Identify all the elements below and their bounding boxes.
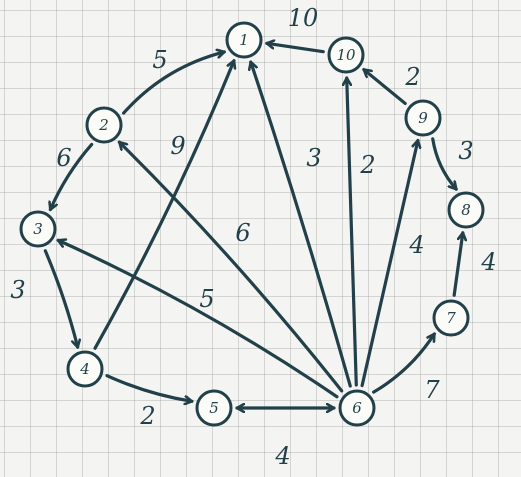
edge-weight-6-1: 3 [306,144,321,172]
nodes-layer: 1 2 3 4 5 6 7 8 9 10 [19,21,485,427]
edge-weight-4-1: 9 [170,132,185,160]
node-circle [432,299,470,337]
edge-6-to-10 [347,76,358,387]
node-label: 5 [209,399,219,417]
edge-3-to-4 [43,249,77,349]
node-circle [338,389,376,427]
node-label: 8 [461,201,471,219]
node-7: 7 [432,299,470,337]
node-label: 1 [239,31,249,49]
edge-weight-9-8: 3 [458,137,473,165]
edge-4-to-5 [105,374,194,402]
edge-weight-6-7: 7 [424,376,440,404]
node-4: 4 [66,350,104,388]
node-label: 2 [98,116,109,134]
node-circle [327,36,365,74]
node-circle [19,210,57,248]
edge-weight-2-1: 5 [152,46,167,74]
edge-weight-6-2: 6 [235,219,250,247]
node-5: 5 [195,389,233,427]
edge-9-to-8 [431,137,458,191]
edge-weight-9-10: 2 [404,63,420,91]
node-label: 3 [33,220,43,238]
edge-weight-4-5: 2 [139,402,155,430]
edges-layer [43,43,463,408]
node-circle [225,21,263,59]
node-circle [195,389,233,427]
edge-6-to-9 [360,138,418,388]
edge-weight-6-9: 4 [408,231,424,259]
node-9: 9 [404,99,442,137]
edge-6-to-1 [251,60,352,388]
edge-2-to-1 [122,52,226,115]
edge-10-to-1 [265,43,325,54]
node-circle [66,350,104,388]
edge-labels-layer: 10 5 6 3 9 2 4 6 5 3 2 4 7 2 3 4 [10,4,496,470]
edge-6-to-2 [117,140,344,393]
edge-weight-5-6: 4 [274,442,290,470]
edge-weight-3-4: 3 [10,276,25,304]
node-label: 7 [446,309,456,327]
node-2: 2 [85,106,123,144]
node-1: 1 [225,21,263,59]
node-circle [404,99,442,137]
edge-4-to-1 [93,59,234,350]
node-8: 8 [447,191,485,229]
edge-weight-10-1: 10 [288,4,319,32]
node-6: 6 [338,389,376,427]
node-10: 10 [327,36,365,74]
edge-9-to-10 [362,67,407,106]
node-label: 4 [79,360,90,378]
node-label: 9 [418,109,428,127]
edge-weight-2-3: 6 [56,144,71,172]
node-label: 6 [352,399,362,417]
edge-weight-6-10: 2 [359,151,375,179]
edge-weight-6-3: 5 [199,285,214,313]
edge-weight-7-8: 4 [480,248,496,276]
edge-7-to-8 [452,231,463,297]
node-3: 3 [19,210,57,248]
node-label: 10 [336,46,356,64]
node-circle [85,106,123,144]
edge-6-to-3 [56,240,339,399]
edge-6-to-7 [372,332,436,394]
edge-2-to-3 [50,142,94,212]
node-circle [447,191,485,229]
